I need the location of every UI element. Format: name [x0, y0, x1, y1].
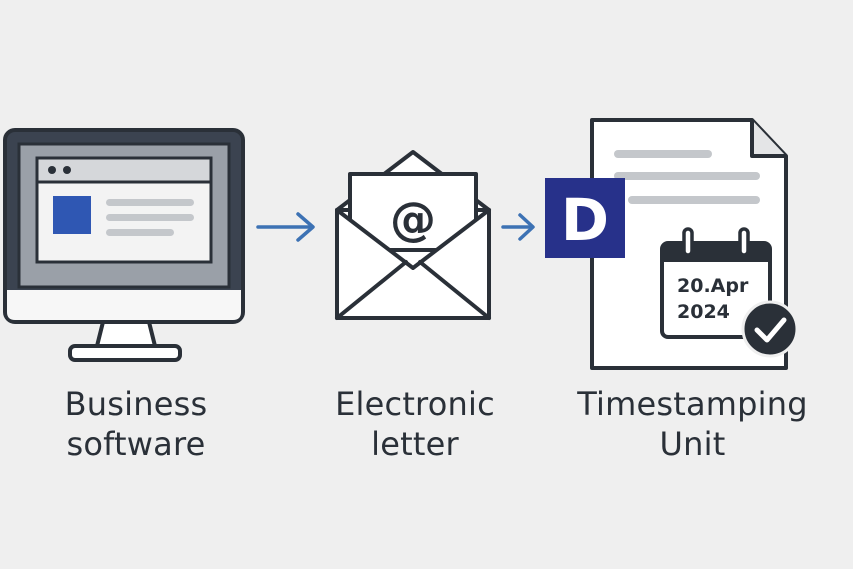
d-badge: D [545, 178, 625, 258]
timestamping-unit-label: Timestamping Unit [560, 384, 825, 464]
monitor-base [68, 344, 182, 362]
app-text-line [106, 229, 174, 236]
label-line: Business [64, 385, 208, 423]
arrow-right-icon [501, 213, 535, 241]
window-dot-icon [63, 166, 71, 174]
label-line: Electronic [335, 385, 495, 423]
d-badge-letter: D [561, 186, 609, 254]
app-text-line [106, 199, 194, 206]
label-line: Unit [659, 425, 726, 463]
arrow-right-icon [256, 212, 315, 242]
label-line: software [66, 425, 206, 463]
check-circle [741, 300, 799, 358]
calendar-year-text: 2024 [677, 301, 730, 323]
document-text-line [614, 150, 712, 158]
calendar-ring [738, 227, 750, 257]
calendar-ring [682, 227, 694, 257]
document-calendar-icon: D 20.Apr 2024 [545, 118, 799, 370]
business-software-label: Business software [26, 384, 246, 464]
computer-monitor-icon [3, 128, 245, 362]
electronic-letter-label: Electronic letter [305, 384, 525, 464]
checkmark-icon [741, 300, 799, 358]
label-line: Timestamping [577, 385, 808, 423]
label-line: letter [371, 425, 459, 463]
calendar-icon: 20.Apr 2024 [660, 227, 772, 339]
monitor-chin [7, 290, 241, 320]
calendar-header [662, 243, 770, 262]
app-blue-square [53, 196, 91, 234]
check-mark [754, 317, 787, 343]
calendar-date-text: 20.Apr [677, 275, 749, 297]
envelope-front [335, 208, 491, 320]
d-badge-square [545, 178, 625, 258]
envelope-icon: @ [335, 150, 491, 320]
app-text-line [106, 214, 194, 221]
document-fold [750, 120, 786, 158]
document-text-line [614, 172, 760, 180]
at-symbol-icon: @ [390, 192, 436, 246]
window-dot-icon [48, 166, 56, 174]
document-text-line [628, 196, 760, 204]
